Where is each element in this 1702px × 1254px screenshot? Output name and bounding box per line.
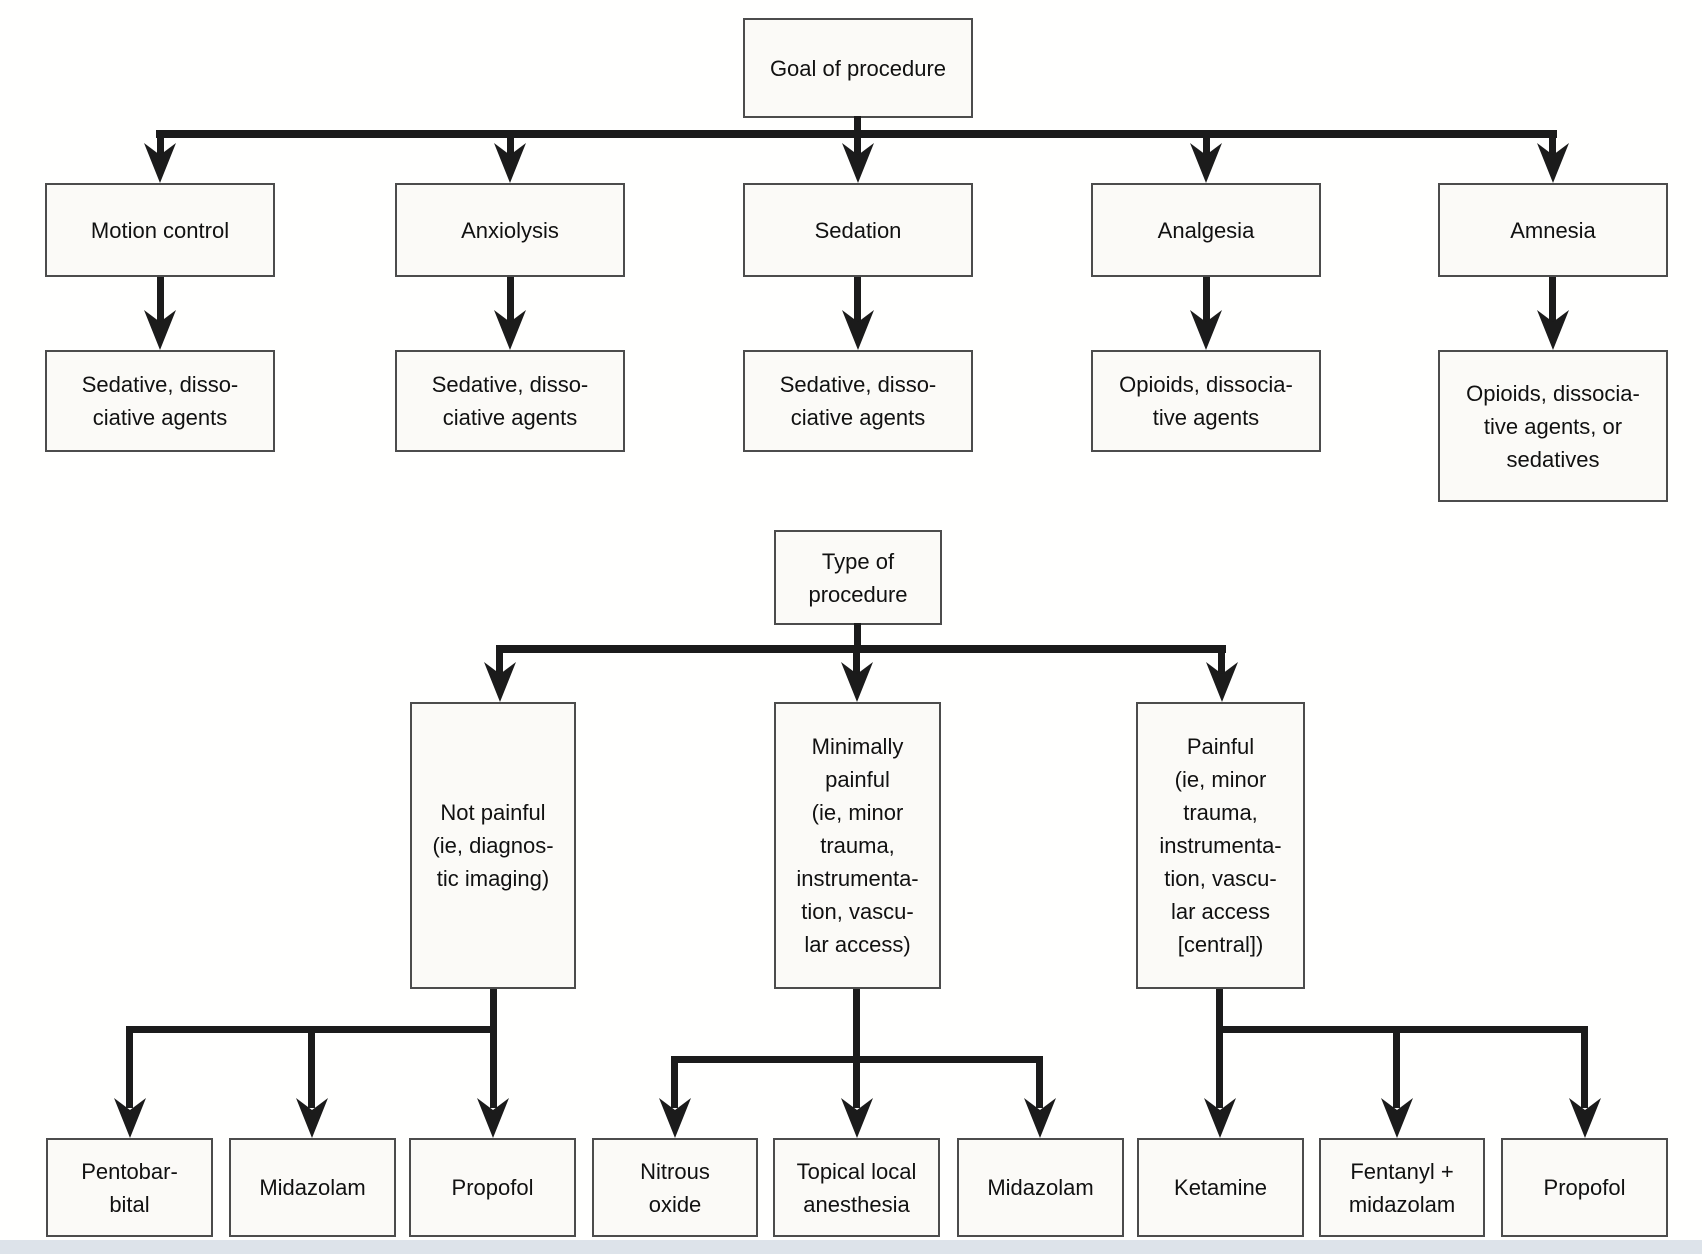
connector-line — [157, 138, 164, 160]
node-goal-of-procedure-label: Goal of procedure — [769, 55, 947, 81]
node-agents-analgesia-label: Opioids, dissocia- tive agents — [1119, 372, 1293, 430]
node-midazolam-1-label: Midazolam — [259, 1175, 366, 1200]
node-amnesia: Amnesia — [1438, 183, 1668, 277]
page-bottom-strip — [0, 1240, 1702, 1254]
node-minimally-painful-label: Minimally painful (ie, minor trauma, ins… — [796, 734, 919, 957]
node-nitrous-oxide: Nitrous oxide — [592, 1138, 758, 1237]
node-motion-control-label: Motion control — [90, 217, 230, 243]
node-sedation: Sedation — [743, 183, 973, 277]
connector-line — [157, 277, 164, 327]
connector-line — [1393, 1026, 1400, 1108]
connector-line — [854, 138, 861, 160]
node-anxiolysis-label: Anxiolysis — [461, 217, 559, 243]
connector-line — [496, 645, 503, 677]
node-agents-motion-control-label: Sedative, disso- ciative agents — [81, 372, 239, 430]
node-fentanyl-midazolam-label: Fentanyl + midazolam — [1348, 1158, 1456, 1217]
connector-line — [1216, 989, 1223, 1108]
connector-bar — [1216, 1026, 1588, 1033]
connector-line — [507, 277, 514, 327]
connector-bar — [671, 1056, 1043, 1063]
node-propofol-1: Propofol — [409, 1138, 576, 1237]
node-agents-amnesia-label: Opioids, dissocia- tive agents, or sedat… — [1466, 380, 1640, 472]
connector-line — [490, 989, 497, 1108]
connector-line — [671, 1056, 678, 1108]
node-agents-anxiolysis-label: Sedative, disso- ciative agents — [431, 372, 589, 430]
node-type-of-procedure-label: Type of procedure — [808, 548, 908, 607]
node-nitrous-oxide-label: Nitrous oxide — [640, 1158, 710, 1217]
node-propofol-2-label: Propofol — [1543, 1175, 1626, 1200]
node-amnesia-label: Amnesia — [1510, 217, 1596, 243]
node-topical-local-anesthesia-label: Topical local anesthesia — [796, 1158, 917, 1217]
node-agents-sedation: Sedative, disso- ciative agents — [743, 350, 973, 452]
node-type-of-procedure: Type of procedure — [774, 530, 942, 625]
node-goal-of-procedure: Goal of procedure — [743, 18, 973, 118]
connector-line — [853, 645, 860, 677]
connector-line — [1581, 1026, 1588, 1108]
node-sedation-label: Sedation — [814, 217, 902, 243]
node-pentobarbital: Pentobar- bital — [46, 1138, 213, 1237]
connector-line — [853, 989, 860, 1108]
connector-line — [126, 1026, 133, 1108]
connector-line — [1549, 138, 1556, 160]
node-analgesia-label: Analgesia — [1157, 217, 1255, 243]
node-midazolam-2-label: Midazolam — [987, 1175, 1094, 1200]
connector-line — [308, 1026, 315, 1108]
node-agents-sedation-label: Sedative, disso- ciative agents — [779, 372, 937, 430]
node-ketamine-label: Ketamine — [1174, 1175, 1267, 1200]
connector-goal-stem — [854, 116, 861, 138]
node-agents-amnesia: Opioids, dissocia- tive agents, or sedat… — [1438, 350, 1668, 502]
connector-line — [1203, 138, 1210, 160]
node-agents-motion-control: Sedative, disso- ciative agents — [45, 350, 275, 452]
connector-goal-bar — [156, 130, 1557, 138]
node-fentanyl-midazolam: Fentanyl + midazolam — [1319, 1138, 1485, 1237]
connector-line — [507, 138, 514, 160]
node-analgesia: Analgesia — [1091, 183, 1321, 277]
connector-line — [1036, 1056, 1043, 1108]
node-painful-label: Painful (ie, minor trauma, instrumenta- … — [1159, 734, 1282, 957]
node-topical-local-anesthesia: Topical local anesthesia — [773, 1138, 940, 1237]
connector-line — [1549, 277, 1556, 327]
node-motion-control: Motion control — [45, 183, 275, 277]
node-painful: Painful (ie, minor trauma, instrumenta- … — [1136, 702, 1305, 989]
connector-line — [1218, 645, 1225, 677]
node-midazolam-1: Midazolam — [229, 1138, 396, 1237]
node-not-painful: Not painful (ie, diagnos- tic imaging) — [410, 702, 576, 989]
connector-type-bar — [496, 645, 1226, 653]
node-ketamine: Ketamine — [1137, 1138, 1304, 1237]
node-propofol-2: Propofol — [1501, 1138, 1668, 1237]
node-propofol-1-label: Propofol — [451, 1175, 534, 1200]
node-pentobarbital-label: Pentobar- bital — [81, 1158, 178, 1217]
connector-line — [1203, 277, 1210, 327]
connector-line — [854, 277, 861, 327]
node-agents-anxiolysis: Sedative, disso- ciative agents — [395, 350, 625, 452]
node-minimally-painful: Minimally painful (ie, minor trauma, ins… — [774, 702, 941, 989]
node-anxiolysis: Anxiolysis — [395, 183, 625, 277]
node-agents-analgesia: Opioids, dissocia- tive agents — [1091, 350, 1321, 452]
node-midazolam-2: Midazolam — [957, 1138, 1124, 1237]
connector-type-stem — [854, 623, 861, 647]
node-not-painful-label: Not painful (ie, diagnos- tic imaging) — [432, 800, 554, 891]
